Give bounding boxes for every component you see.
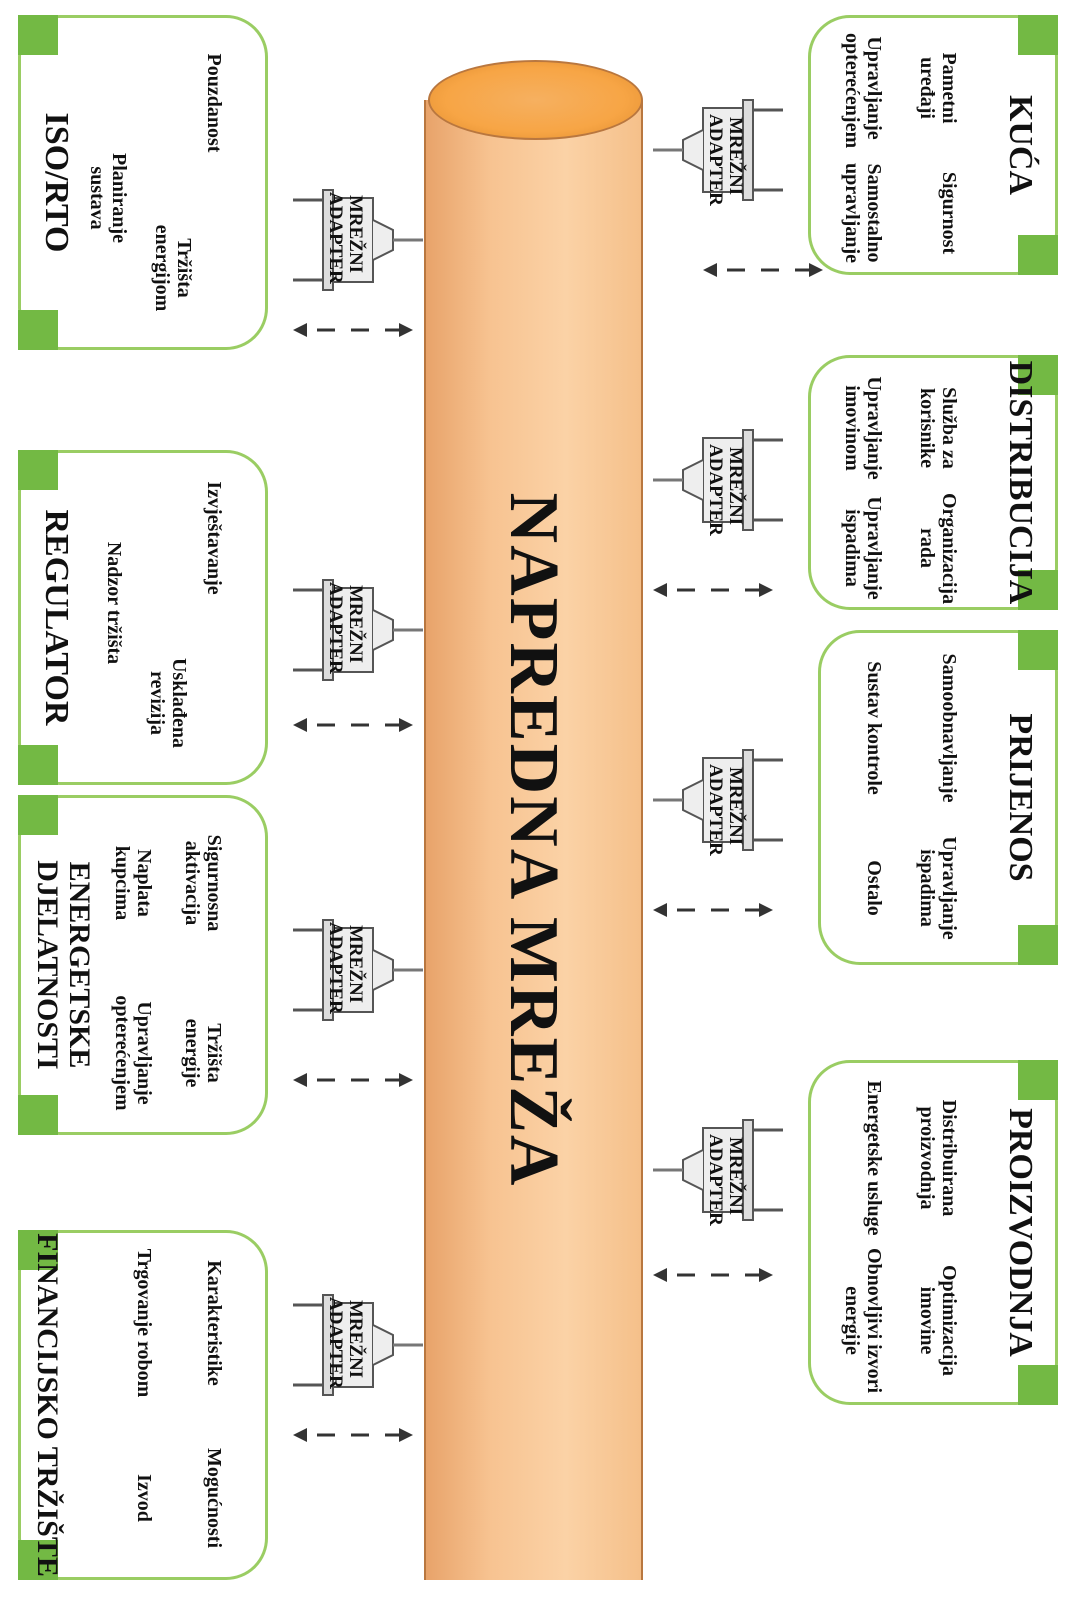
box-item: Sigurnost xyxy=(938,171,960,255)
box-item: Upravljanje imovinom xyxy=(841,376,885,480)
box-item: Organizacija rada xyxy=(916,493,960,605)
box-financial-market: Karakteristike Mogućnosti Trgovanje robo… xyxy=(18,1230,268,1580)
box-item: Pouzdanost xyxy=(203,53,225,153)
box-item: Ostalo xyxy=(863,860,885,916)
adapter-label-line2: ADAPTER xyxy=(705,1134,726,1226)
adapter-label-line2: ADAPTER xyxy=(325,1297,346,1389)
bidirectional-dashed-arrow-icon xyxy=(293,715,413,735)
box-item: Izvod xyxy=(133,1474,155,1522)
network-adapter-top-1: MREŽNI ADAPTER xyxy=(653,90,783,210)
box-title: REGULATOR xyxy=(38,509,75,726)
bidirectional-dashed-arrow-icon xyxy=(653,1265,773,1285)
network-adapter-plug-icon xyxy=(293,919,423,1021)
box-transmission: PRIJENOS Samoobnavljanje Upravljanje isp… xyxy=(818,630,1058,965)
box-item: Tržišta energijom xyxy=(151,224,195,312)
box-item: Obnovljivi izvori energije xyxy=(841,1248,885,1393)
network-adapter-bottom-1: MREŽNI ADAPTER xyxy=(293,180,423,300)
pipe-body: NAPREDNA MREŽA xyxy=(424,100,643,1580)
box-iso-rto: Pouzdanost Tržišta energijom Planiranje … xyxy=(18,15,268,350)
box-generation: PROIZVODNJA Distribuirana proizvodnja Op… xyxy=(808,1060,1058,1405)
bidirectional-dashed-arrow-icon xyxy=(703,260,823,280)
box-item: Mogućnosti xyxy=(203,1448,225,1548)
network-adapter-plug-icon xyxy=(293,1294,423,1396)
adapter-label-line2: ADAPTER xyxy=(325,922,346,1014)
box-item: Karakteristike xyxy=(203,1260,225,1386)
box-item: Distribuirana proizvodnja xyxy=(916,1099,960,1217)
network-adapter-bottom-3: MREŽNI ADAPTER xyxy=(293,910,423,1030)
box-item: Sigurnosna aktivacija xyxy=(181,834,225,932)
network-adapter-plug-icon xyxy=(653,429,783,531)
adapter-label-line1: MREŽNI xyxy=(725,766,746,846)
box-title: KUĆA xyxy=(1002,94,1039,196)
box-item: Upravljanje ispadima xyxy=(841,496,885,600)
box-item: Sustav kontrole xyxy=(863,661,885,795)
box-title: PROIZVODNJA xyxy=(1002,1108,1039,1357)
box-item: Optimizacija imovine xyxy=(916,1264,960,1377)
bidirectional-dashed-arrow-icon xyxy=(293,320,413,340)
box-title: DISTRIBUCIJA xyxy=(1002,360,1039,605)
box-item: Upravljanje opterećenjem xyxy=(111,995,155,1111)
network-adapter-bottom-4: MREŽNI ADAPTER xyxy=(293,1285,423,1405)
adapter-label-line1: MREŽNI xyxy=(725,446,746,526)
pipe-title: NAPREDNA MREŽA xyxy=(495,492,573,1188)
network-adapter-top-2: MREŽNI ADAPTER xyxy=(653,420,783,540)
adapter-label-line2: ADAPTER xyxy=(705,764,726,856)
box-item: Izvještavanje xyxy=(203,481,225,595)
box-title: ISO/RTO xyxy=(38,112,75,253)
adapter-label-line1: MREŽNI xyxy=(345,1299,366,1379)
box-title: ENERGETSKE DJELATNOSTI xyxy=(31,860,96,1070)
box-item: Pametni uređaji xyxy=(916,52,960,124)
adapter-label-line1: MREŽNI xyxy=(345,194,366,274)
adapter-label-line1: MREŽNI xyxy=(725,1136,746,1216)
network-adapter-plug-icon xyxy=(653,749,783,851)
box-house: KUĆA Pametni uređaji Sigurnost Upravljan… xyxy=(808,15,1058,275)
box-item: Upravljanje ispadima xyxy=(916,836,960,940)
box-title: PRIJENOS xyxy=(1002,713,1039,882)
box-item: Trgovanje robom xyxy=(133,1248,155,1398)
adapter-label-line2: ADAPTER xyxy=(325,192,346,284)
bidirectional-dashed-arrow-icon xyxy=(653,580,773,600)
adapter-label-line1: MREŽNI xyxy=(345,924,366,1004)
bidirectional-dashed-arrow-icon xyxy=(653,900,773,920)
box-item: Naplata kupcima xyxy=(111,845,155,921)
box-item: Služba za korisnike xyxy=(916,387,960,469)
box-item: Energetske usluge xyxy=(863,1080,885,1236)
pipe-opening xyxy=(428,60,643,140)
box-energy-companies: Sigurnosna aktivacija Tržišta energije N… xyxy=(18,795,268,1135)
adapter-label-line1: MREŽNI xyxy=(725,116,746,196)
adapter-label-line1: MREŽNI xyxy=(345,584,366,664)
network-adapter-top-4: MREŽNI ADAPTER xyxy=(653,1110,783,1230)
box-item: Nadzor tržišta xyxy=(103,541,125,665)
box-item: Tržišta energije xyxy=(181,1018,225,1088)
advanced-grid-pipe: NAPREDNA MREŽA xyxy=(424,60,643,1580)
network-adapter-plug-icon xyxy=(293,189,423,291)
box-regulator: Izvještavanje Usklađena revizija Nadzor … xyxy=(18,450,268,785)
bidirectional-dashed-arrow-icon xyxy=(293,1425,413,1445)
box-item: Samoobnavljanje xyxy=(938,653,960,803)
box-item: Planiranje sustava xyxy=(86,153,130,243)
network-adapter-plug-icon xyxy=(653,1119,783,1221)
adapter-label-line2: ADAPTER xyxy=(325,582,346,674)
box-distribution: DISTRIBUCIJA Služba za korisnike Organiz… xyxy=(808,355,1058,610)
adapter-label-line2: ADAPTER xyxy=(705,114,726,206)
adapter-label-line2: ADAPTER xyxy=(705,444,726,536)
box-title: FINANCIJSKO TRŽIŠTE xyxy=(31,1233,64,1577)
box-item: Upravljanje opterećenjem xyxy=(841,33,885,149)
network-adapter-top-3: MREŽNI ADAPTER xyxy=(653,740,783,860)
network-adapter-plug-icon xyxy=(653,99,783,201)
box-item: Samostalno upravljanje xyxy=(841,163,885,263)
box-item: Usklađena revizija xyxy=(146,657,190,749)
network-adapter-plug-icon xyxy=(293,579,423,681)
bidirectional-dashed-arrow-icon xyxy=(293,1070,413,1090)
network-adapter-bottom-2: MREŽNI ADAPTER xyxy=(293,570,423,690)
